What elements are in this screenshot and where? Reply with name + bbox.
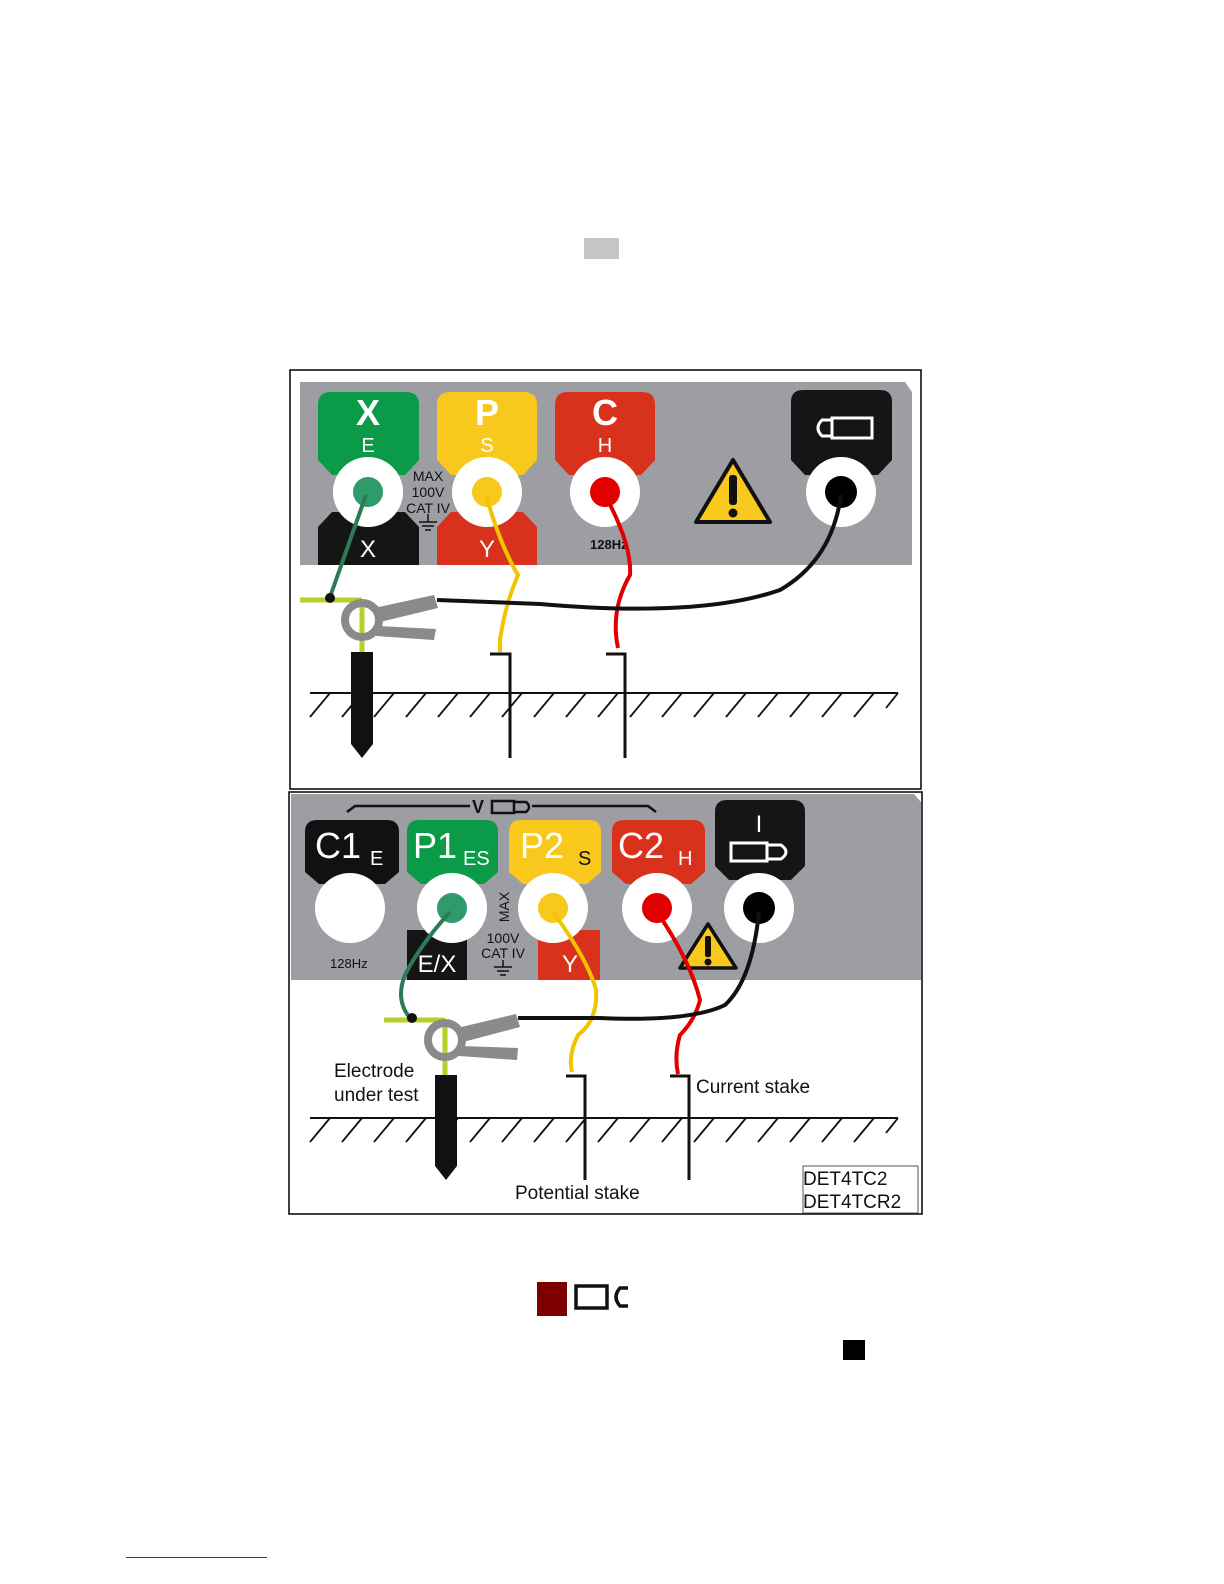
terminal-c1-sub: E (370, 848, 383, 870)
terminal-x-letter: X (356, 392, 380, 433)
terminal-c1-letter: C1 (315, 825, 361, 866)
terminal-c-letter: C (592, 392, 618, 433)
footnote-rule (126, 1557, 267, 1558)
bottom-frequency-label: 128Hz (330, 956, 368, 971)
top-frequency-label: 128Hz (590, 537, 628, 552)
terminal-p-lower: Y (479, 536, 495, 563)
top-rating-voltage: 100V (412, 484, 445, 500)
electrode-under-test (435, 1075, 457, 1180)
electrode-label-line1: Electrode (334, 1061, 414, 1082)
terminal-p2-letter: P2 (520, 825, 564, 866)
terminal-x-lower: X (360, 536, 376, 563)
top-rating-cat: CAT IV (406, 500, 450, 516)
current-clamp-label: I (756, 811, 763, 838)
terminal-p1-letter: P1 (413, 825, 457, 866)
clamp-symbol-icon (576, 1286, 628, 1308)
model-label-1: DET4TC2 (803, 1169, 887, 1190)
terminal-p2-sub: S (578, 848, 591, 870)
terminal-x-sub: E (361, 435, 374, 457)
maroon-marker (537, 1282, 567, 1316)
bottom-diagram: V C1 E 128Hz P1 ES E/X P2 S (289, 792, 922, 1214)
voltage-bracket-label: V (472, 797, 484, 817)
terminal-p-letter: P (475, 392, 499, 433)
top-rating-max: MAX (413, 468, 444, 484)
terminal-c2-sub: H (678, 848, 692, 870)
terminal-c-sub: H (598, 435, 612, 457)
terminal-p2-lower: Y (562, 951, 578, 978)
terminal-c2-letter: C2 (618, 825, 664, 866)
terminal-c1-socket[interactable] (315, 873, 385, 943)
top-earth-electrode (351, 652, 373, 758)
top-diagram: X E X P S Y C H 128Hz MAX 100V (290, 370, 921, 789)
terminal-p1-sub: ES (463, 848, 490, 870)
bottom-rating-voltage: 100V (487, 930, 520, 946)
terminal-p-sub: S (480, 435, 493, 457)
potential-stake-label: Potential stake (515, 1183, 640, 1204)
current-stake-label: Current stake (696, 1077, 810, 1098)
black-marker (843, 1340, 865, 1360)
bottom-rating-cat: CAT IV (481, 945, 525, 961)
model-label-2: DET4TCR2 (803, 1192, 901, 1213)
bottom-rating-max: MAX (496, 891, 512, 922)
electrode-label-line2: under test (334, 1085, 419, 1106)
terminal-p1-lower: E/X (418, 951, 457, 978)
